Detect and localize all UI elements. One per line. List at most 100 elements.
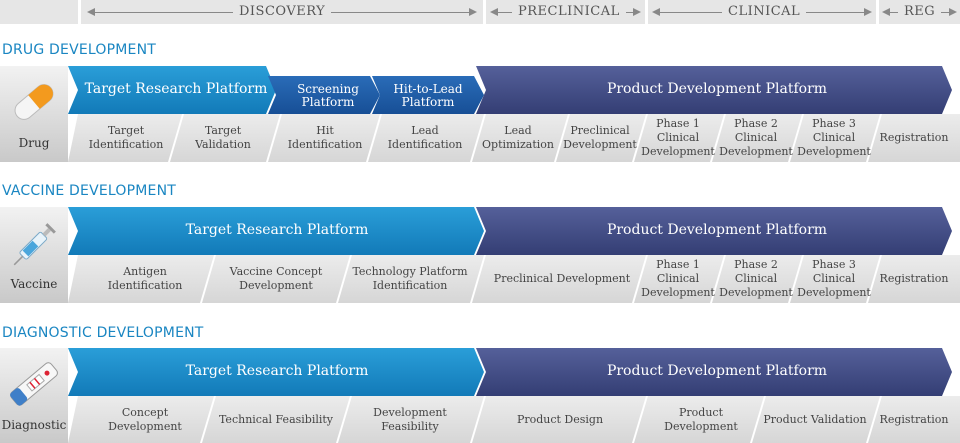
screening-platform-bar [268,76,380,114]
pill-capsule-icon [14,84,54,120]
step-box [868,396,960,443]
step-box [368,114,484,162]
arrow-right-icon [949,8,957,16]
step-box [268,114,380,162]
step-label: Hit Identification [287,124,363,151]
product-development-platform-bar [476,348,952,396]
phase-bar: DISCOVERY PRECLINICAL CLINICAL REG [0,0,960,24]
step-label: Preclinical Development [493,272,631,285]
section-title-drug: DRUG DEVELOPMENT [2,42,157,58]
step-box [202,255,350,303]
phase-reg-segment: REG [879,0,960,24]
step-box [634,114,724,162]
phase-label-preclinical: PRECLINICAL [512,4,626,19]
step-label: Product Design [516,413,604,426]
platform-label: Product Development Platform [606,81,828,97]
step-label: Antigen Identification [107,265,183,292]
section-title-diagnostic: DIAGNOSTIC DEVELOPMENT [2,325,204,341]
drug-row-graphic [0,66,960,162]
platform-label: Product Development Platform [606,222,828,238]
step-box [634,396,764,443]
step-label: Vaccine Concept Development [229,265,323,292]
icon-label-drug: Drug [18,136,50,150]
test-strip-icon [10,362,58,406]
step-box [868,255,960,303]
phase-label-reg: REG [898,4,942,19]
step-label: Registration [879,413,949,426]
step-box [202,396,350,443]
step-label: Product Development [664,406,738,433]
step-box [68,396,214,443]
step-box [712,255,802,303]
step-box [712,114,802,162]
step-label: Lead Optimization [482,124,554,151]
syringe-icon [13,223,56,266]
step-box [338,255,484,303]
step-box [68,255,214,303]
diagnostic-row-graphic [0,348,960,443]
step-label: Registration [879,272,949,285]
step-label: Concept Development [108,406,182,433]
section-title-vaccine: VACCINE DEVELOPMENT [2,183,177,199]
arrow-right-icon [633,8,641,16]
step-label: Phase 2 Clinical Development [719,117,793,158]
arrow-right-icon [864,8,872,16]
platform-label: Product Development Platform [606,363,828,379]
product-development-platform-bar [476,66,952,114]
step-label: Preclinical Development [563,124,637,151]
platform-label: Screening Platform [297,82,359,109]
target-research-platform-bar [68,348,484,396]
icon-label-diagnostic: Diagnostic [1,418,67,432]
step-label: Phase 2 Clinical Development [719,258,793,299]
step-box [338,396,484,443]
step-box [472,114,568,162]
arrow-left-icon [652,8,660,16]
step-box [170,114,280,162]
hit-to-lead-platform-bar [372,76,484,114]
step-label: Phase 3 Clinical Development [797,117,871,158]
icon-label-vaccine: Vaccine [10,277,58,291]
vaccine-development-row: Vaccine Target Research Platform Product… [0,207,960,303]
step-label: Target Validation [195,124,251,151]
platform-label: Target Research Platform [185,222,369,238]
phase-preclinical-segment: PRECLINICAL [486,0,645,24]
phase-discovery-segment: DISCOVERY [81,0,483,24]
platform-label: Target Research Platform [185,363,369,379]
step-box [752,396,880,443]
step-box [556,114,646,162]
step-label: Technical Feasibility [218,413,334,426]
step-box [472,396,646,443]
phase-clinical-segment: CLINICAL [648,0,876,24]
step-box [472,255,646,303]
arrow-left-icon [490,8,498,16]
step-label: Phase 1 Clinical Development [641,258,715,299]
phase-label-discovery: DISCOVERY [233,4,332,19]
step-label: Target Identification [88,124,164,151]
icon-panel [0,207,68,303]
platform-label: Hit-to-Lead Platform [393,82,463,109]
product-development-platform-bar [476,207,952,255]
target-research-platform-bar [68,207,484,255]
phase-label-clinical: CLINICAL [722,4,807,19]
step-box [790,255,880,303]
step-label: Lead Identification [387,124,463,151]
drug-development-row: Drug Target Research Platform Screening … [0,66,960,162]
step-label: Product Validation [763,413,867,426]
platform-label: Target Research Platform [84,81,268,97]
step-label: Technology Platform Identification [352,265,468,292]
arrow-left-icon [882,8,890,16]
phase-blank-segment [0,0,78,24]
step-box [790,114,880,162]
step-box [68,114,182,162]
step-label: Registration [879,131,949,144]
step-label: Phase 1 Clinical Development [641,117,715,158]
arrow-right-icon [469,8,477,16]
step-label: Phase 3 Clinical Development [797,258,871,299]
target-research-platform-bar [68,66,276,114]
step-box [634,255,724,303]
vaccine-row-graphic [0,207,960,303]
arrow-left-icon [87,8,95,16]
diagnostic-development-row: Diagnostic Target Research Platform Prod… [0,348,960,443]
step-box [868,114,960,162]
step-label: Development Feasibility [373,406,447,433]
